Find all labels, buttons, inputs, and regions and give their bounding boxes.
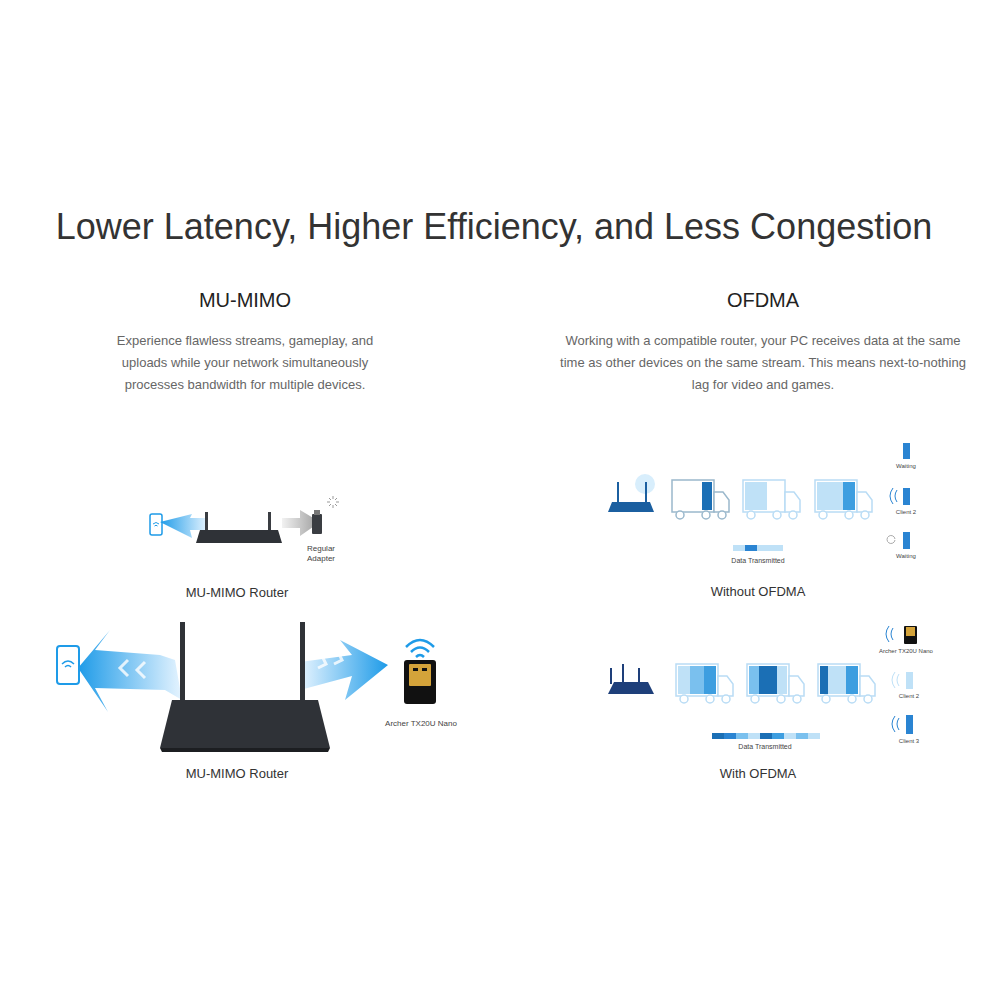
big-router-scene: [57, 622, 436, 752]
client-label: Client 2: [881, 508, 931, 516]
device-label: Regular Adapter: [299, 544, 343, 564]
section-heading: OFDMA: [633, 288, 893, 312]
caption-label: With OFDMA: [658, 766, 858, 782]
truck: [818, 664, 875, 703]
truck: [747, 664, 804, 703]
client-label: Archer TX20U Nano: [866, 647, 946, 655]
truck: [676, 664, 733, 703]
ofdma-scene: [608, 443, 917, 739]
page-title: Lower Latency, Higher Efficiency, and Le…: [0, 205, 988, 249]
small-router-scene: [150, 496, 339, 543]
section-heading: MU-MIMO: [115, 288, 375, 312]
device-label: Archer TX20U Nano: [366, 719, 476, 729]
client-label: Client 3: [884, 737, 934, 745]
section-body: Working with a compatible router, your P…: [553, 330, 973, 396]
section-body: Experience flawless streams, gameplay, a…: [95, 330, 395, 396]
client-label: Waiting: [881, 462, 931, 470]
bar-label: Data Transmitted: [708, 556, 808, 565]
truck: [815, 480, 872, 519]
client-label: Client 2: [884, 692, 934, 700]
bar-label: Data Transmitted: [715, 742, 815, 751]
client-label: Waiting: [881, 552, 931, 560]
truck: [743, 480, 800, 519]
caption-label: Without OFDMA: [658, 584, 858, 600]
caption-label: MU-MIMO Router: [137, 585, 337, 601]
caption-label: MU-MIMO Router: [137, 766, 337, 782]
truck: [672, 480, 729, 519]
